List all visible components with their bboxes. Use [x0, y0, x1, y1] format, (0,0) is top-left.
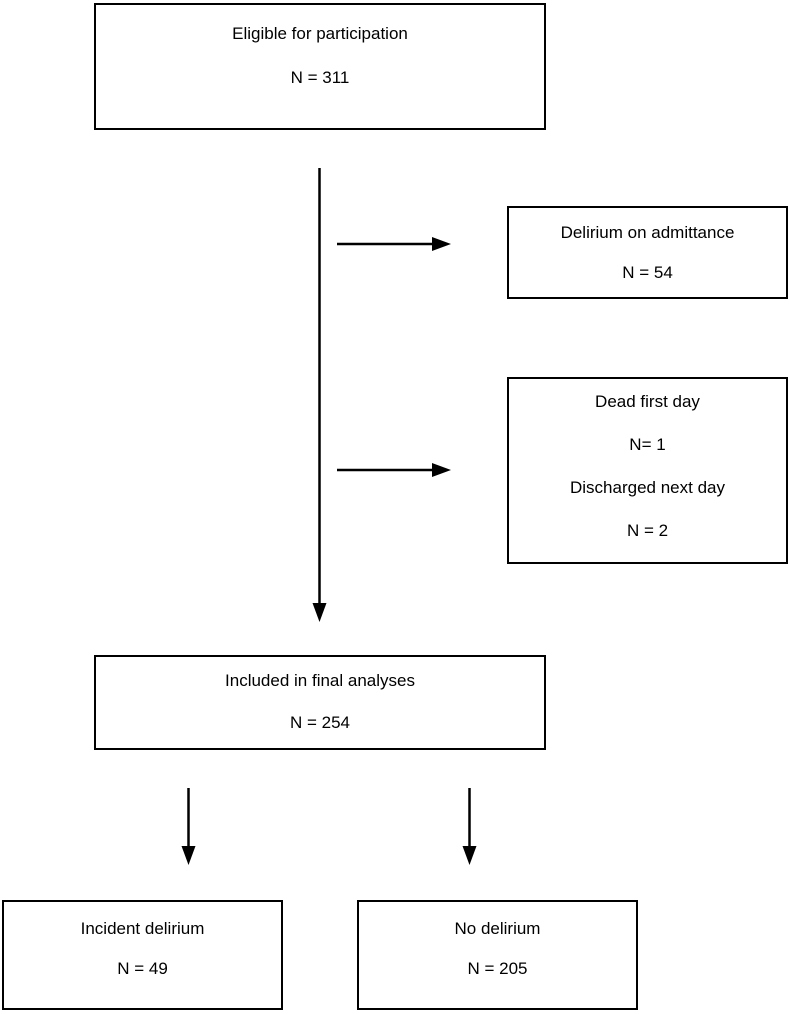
box-included-final: Included in final analyses N = 254	[94, 655, 546, 750]
box-eligible-count: N = 311	[290, 68, 350, 87]
box-included-final-count: N = 254	[289, 713, 350, 732]
box-no-delirium: No delirium N = 205	[357, 900, 638, 1010]
box-excluded-early-label-1: Dead first day	[595, 392, 700, 411]
box-incident-delirium-label: Incident delirium	[80, 919, 205, 938]
arrow-head	[462, 846, 477, 865]
box-eligible-label: Eligible for participation	[232, 24, 408, 43]
box-delirium-on-admittance-label: Delirium on admittance	[560, 223, 735, 242]
arrow-to-no-delirium	[462, 788, 477, 865]
box-no-delirium-label: No delirium	[454, 919, 541, 938]
box-excluded-early-count-1: N= 1	[629, 435, 666, 454]
arrow-head	[181, 846, 196, 865]
arrow-head	[312, 603, 327, 622]
box-eligible: Eligible for participation N = 311	[94, 3, 546, 130]
box-included-final-label: Included in final analyses	[225, 671, 415, 690]
box-excluded-early-count-2: N = 2	[626, 521, 669, 540]
arrow-head	[432, 463, 451, 477]
box-excluded-early-label-2: Discharged next day	[570, 478, 725, 497]
arrow-head	[432, 237, 451, 251]
arrow-branch-excluded	[337, 463, 451, 477]
box-excluded-early: Dead first day N= 1 Discharged next day …	[507, 377, 788, 564]
arrow-main-vertical	[312, 168, 327, 622]
box-no-delirium-count: N = 205	[467, 959, 528, 978]
box-incident-delirium-count: N = 49	[117, 959, 168, 978]
box-delirium-on-admittance-count: N = 54	[622, 263, 673, 282]
box-incident-delirium: Incident delirium N = 49	[2, 900, 283, 1010]
arrow-to-incident	[181, 788, 196, 865]
arrow-branch-delirium	[337, 237, 451, 251]
box-delirium-on-admittance: Delirium on admittance N = 54	[507, 206, 788, 299]
